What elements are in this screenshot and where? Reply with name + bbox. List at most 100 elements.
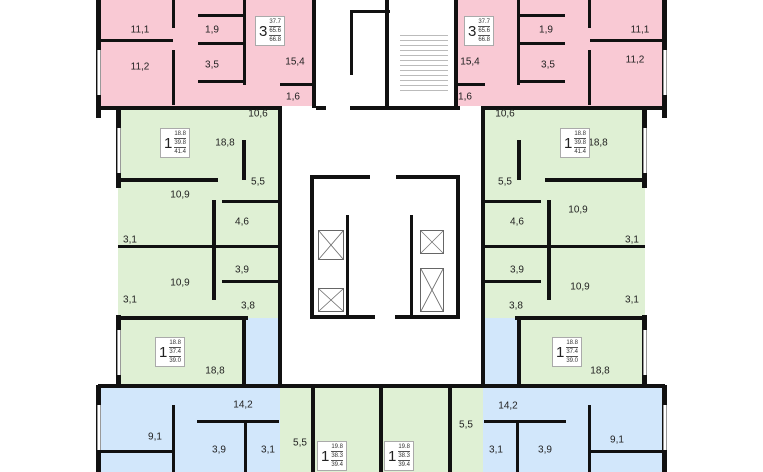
stair-step: [400, 50, 448, 51]
room-area-label: 18,8: [588, 137, 608, 149]
room-area-label: 3,1: [261, 444, 275, 456]
elevator-shaft: [420, 230, 444, 254]
room-area-label: 3,1: [123, 294, 137, 306]
room-area-label: 9,1: [610, 434, 624, 446]
wall: [278, 106, 282, 386]
room-area-label: 9,1: [148, 431, 162, 443]
room-area-label: 11,1: [130, 24, 150, 36]
area-with-balcony: 66.8: [269, 37, 282, 43]
wall: [310, 315, 375, 319]
room-area-label: 3,1: [625, 294, 639, 306]
room-count: 1: [564, 134, 573, 152]
room-area-label: 3,8: [509, 300, 523, 312]
apartment-1-room-left-a[interactable]: [118, 108, 280, 320]
wall: [280, 83, 316, 86]
wall: [98, 450, 173, 453]
total-area: 65.6: [478, 28, 491, 36]
window: [97, 50, 101, 95]
stair-step: [400, 55, 448, 56]
room-area-label: 1,9: [539, 24, 553, 36]
room-area-label: 5,5: [251, 176, 265, 188]
wall: [410, 215, 413, 315]
room-area-label: 10,6: [248, 108, 268, 120]
wall: [212, 200, 216, 300]
living-area: 37.7: [269, 19, 282, 27]
hall-left-blue: [245, 318, 280, 388]
wall: [198, 42, 243, 45]
wall: [385, 0, 389, 108]
room-area-label: 10,9: [170, 277, 190, 289]
wall: [316, 106, 326, 110]
window: [663, 405, 667, 450]
room-count: 1: [159, 343, 168, 361]
apartment-2-room-right[interactable]: [483, 386, 665, 472]
stair-step: [400, 45, 448, 46]
area-with-balcony: 41.4: [574, 149, 587, 155]
room-area-label: 3,1: [625, 234, 639, 246]
wall: [484, 420, 566, 423]
window: [117, 128, 121, 173]
wall: [395, 315, 460, 319]
room-area-label: 5,5: [498, 176, 512, 188]
wall: [242, 140, 246, 180]
wall: [396, 175, 460, 179]
living-area: 19.8: [331, 444, 344, 452]
wall: [516, 420, 519, 472]
wall: [517, 0, 520, 85]
wall: [517, 318, 521, 386]
elevator-shaft: [420, 268, 444, 312]
total-area: 38.3: [398, 453, 411, 461]
wall: [222, 280, 278, 283]
wall: [517, 140, 521, 180]
wall: [244, 420, 247, 472]
room-area-label: 3,1: [123, 234, 137, 246]
room-area-label: 5,5: [459, 419, 473, 431]
wall: [172, 0, 175, 28]
wall: [481, 106, 485, 386]
room-area-label: 3,1: [489, 444, 503, 456]
stair-step: [400, 70, 448, 71]
wall: [172, 50, 175, 105]
wall: [242, 318, 246, 386]
wall: [590, 450, 665, 453]
area-with-balcony: 39.4: [398, 462, 411, 468]
room-count: 1: [164, 134, 173, 152]
wall: [118, 316, 248, 320]
area-with-balcony: 39.0: [566, 358, 579, 364]
wall: [455, 83, 485, 86]
total-area: 37.4: [169, 349, 182, 357]
wall: [198, 80, 243, 83]
wall: [520, 80, 565, 83]
window: [97, 405, 101, 450]
apartment-2-room-left[interactable]: [98, 386, 280, 472]
room-area-label: 5,5: [293, 437, 307, 449]
wall: [588, 0, 591, 28]
room-count: 1: [388, 447, 397, 465]
window: [663, 50, 667, 95]
wall: [379, 386, 383, 472]
total-area: 39.8: [574, 140, 587, 148]
living-area: 18.8: [169, 340, 182, 348]
room-area-label: 3,8: [241, 300, 255, 312]
room-area-label: 15,4: [285, 56, 305, 68]
total-area: 37.4: [566, 349, 579, 357]
stair-step: [400, 60, 448, 61]
wall: [350, 10, 353, 75]
window: [117, 330, 121, 375]
wall: [456, 175, 460, 318]
wall: [485, 245, 645, 248]
living-area: 18.8: [566, 340, 579, 348]
wall: [243, 0, 246, 85]
wall: [310, 175, 370, 179]
wall: [350, 10, 390, 13]
room-area-label: 3,9: [235, 264, 249, 276]
